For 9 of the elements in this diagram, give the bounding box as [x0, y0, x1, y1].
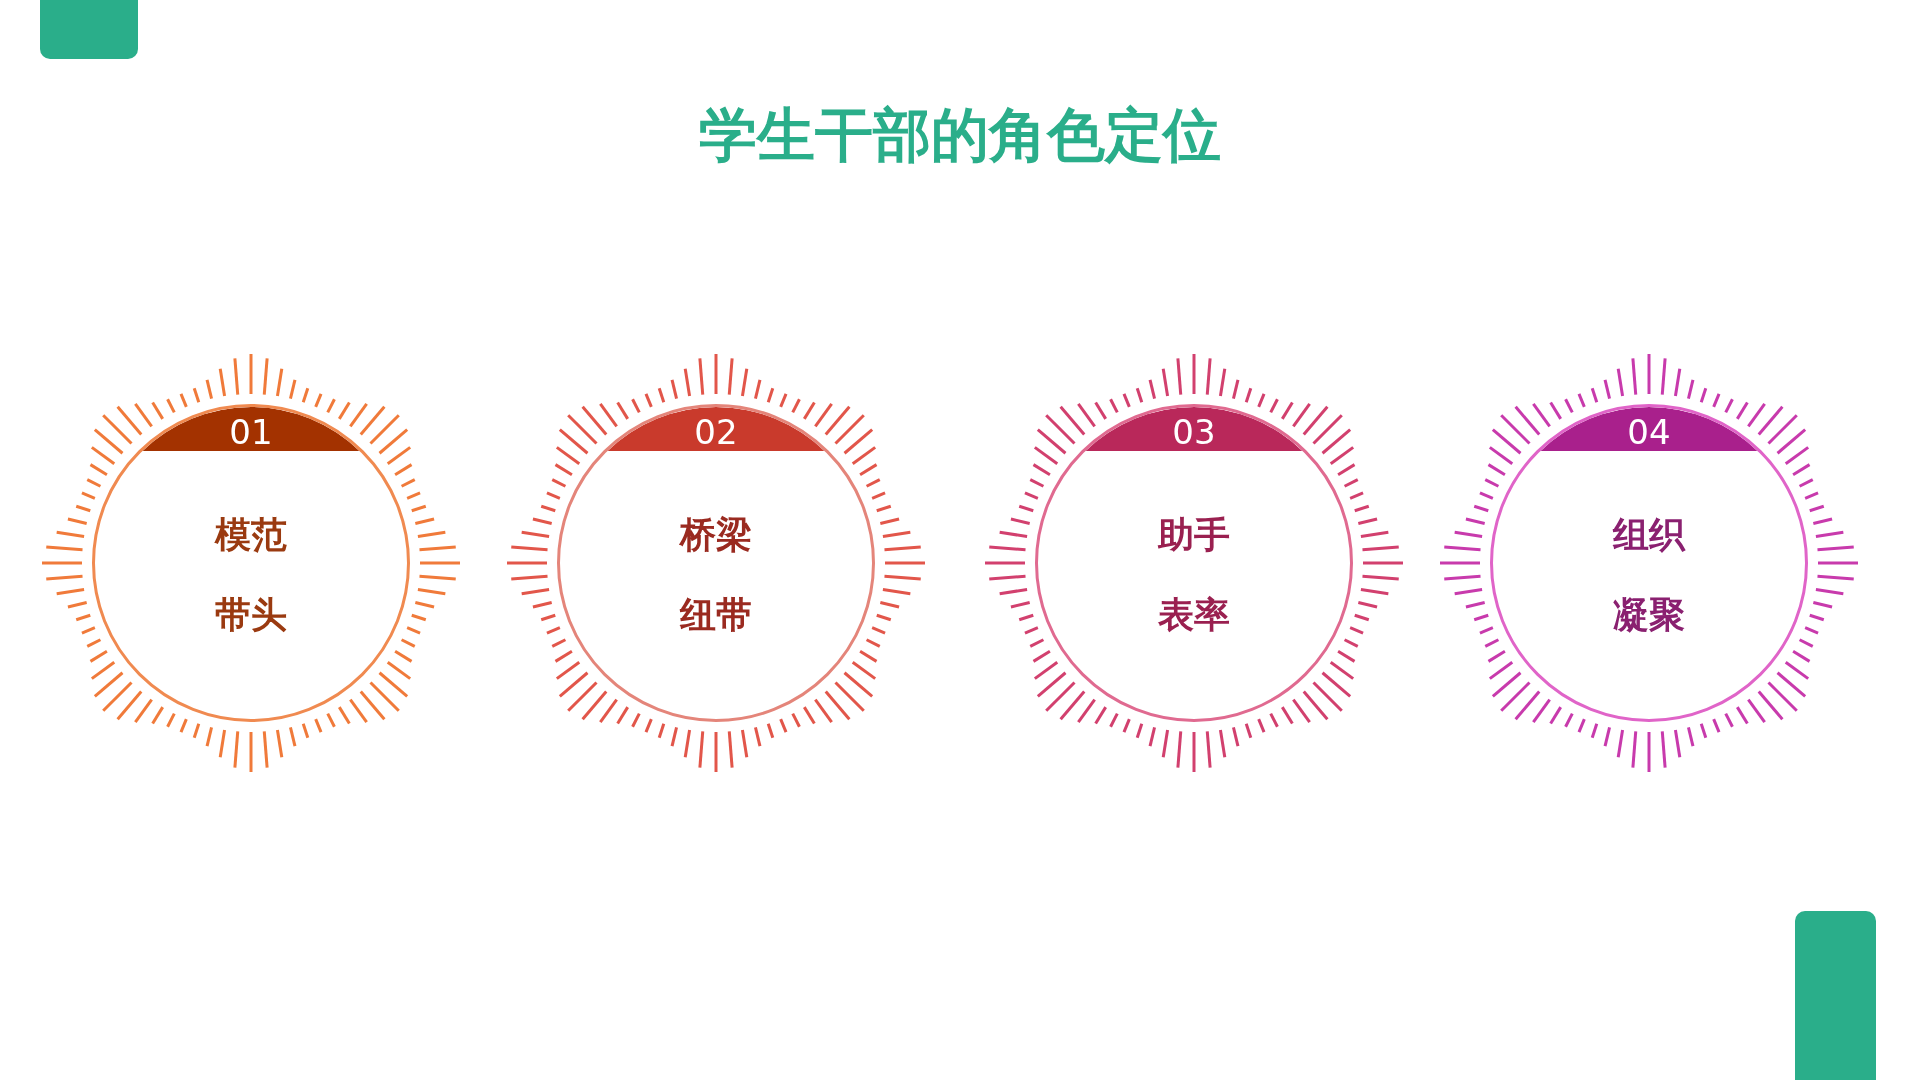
role-text: 桥梁纽带 — [678, 513, 753, 637]
circle-frame — [1035, 404, 1353, 722]
circle-frame — [1490, 404, 1808, 722]
role-text: 助手表率 — [1156, 513, 1231, 637]
role-text: 组织凝聚 — [1611, 513, 1687, 637]
role-text: 模范带头 — [213, 513, 288, 637]
circle-frame — [557, 404, 875, 722]
title: 学生干部的角色定位 — [698, 100, 1222, 170]
circle-frame — [92, 404, 410, 722]
